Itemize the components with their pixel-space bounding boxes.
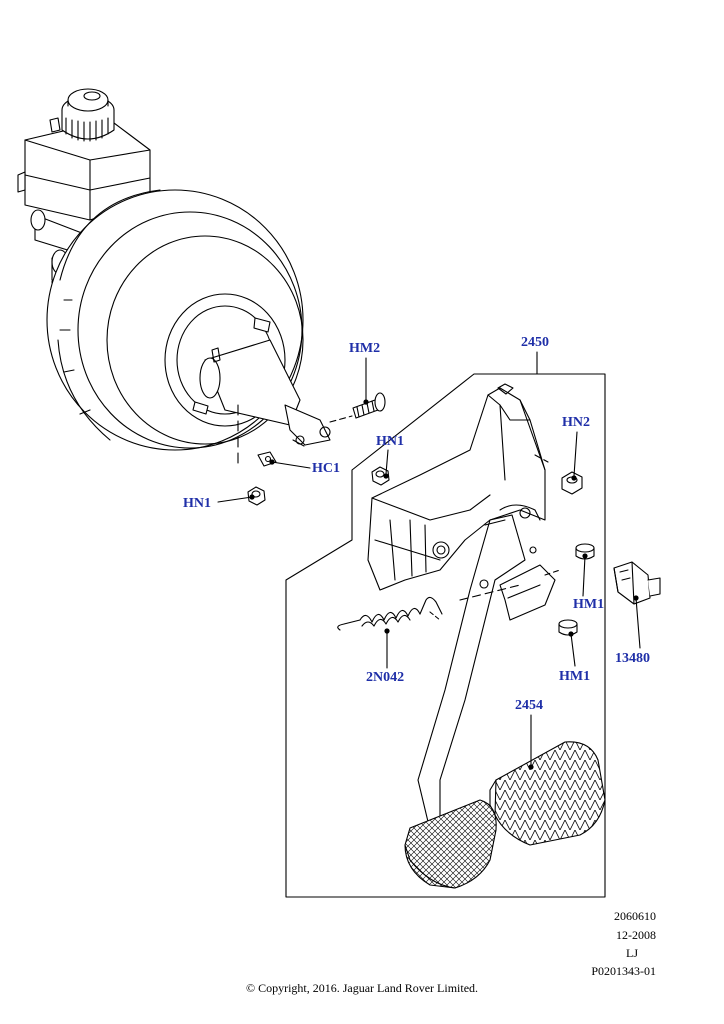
callout-hm2[interactable]: HM2 — [349, 341, 381, 356]
callout-hm1-upper[interactable]: HM1 — [573, 597, 605, 612]
brake-pedal-lever — [417, 514, 561, 841]
callout-hn1-upper[interactable]: HN1 — [376, 434, 404, 449]
callout-hc1[interactable]: HC1 — [312, 461, 340, 476]
drawing-date: 12-2008 — [616, 928, 656, 942]
hn1-upper-nut — [371, 466, 390, 486]
hn1-lower-nut — [247, 486, 266, 506]
return-spring-2n042 — [337, 596, 443, 631]
callout-hn1-lower[interactable]: HN1 — [183, 496, 211, 511]
pedal-pad-small — [404, 799, 497, 889]
drawing-code: 2060610 — [614, 909, 656, 923]
callout-2450[interactable]: 2450 — [521, 335, 549, 350]
hm1-bushing-lower — [558, 619, 578, 636]
brake-booster — [46, 189, 331, 451]
callout-hn2[interactable]: HN2 — [562, 415, 590, 430]
callout-hm1-lower[interactable]: HM1 — [559, 669, 591, 684]
assembly-2450-frame — [285, 373, 606, 898]
callout-2454[interactable]: 2454 — [515, 698, 543, 713]
hn2-nut — [561, 471, 583, 495]
reservoir — [17, 88, 151, 221]
copyright-notice: © Copyright, 2016. Jaguar Land Rover Lim… — [245, 981, 479, 995]
callout-2n042[interactable]: 2N042 — [366, 670, 405, 685]
drawing-reference: P0201343-01 — [591, 964, 656, 978]
hm2-bolt — [352, 392, 386, 419]
callout-13480[interactable]: 13480 — [615, 651, 650, 666]
drawing-initials: LJ — [626, 946, 638, 960]
pedal-pad-2454 — [494, 741, 606, 846]
